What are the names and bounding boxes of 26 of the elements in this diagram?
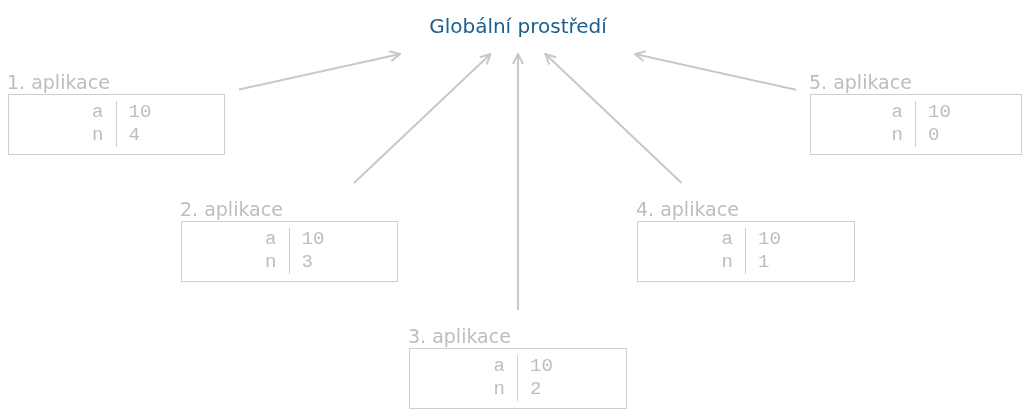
variable-name: a: [811, 101, 916, 124]
variable-value: 10: [529, 355, 554, 378]
variable-name: n: [410, 378, 518, 401]
variable-name: a: [182, 228, 290, 251]
variable-name: n: [811, 124, 916, 147]
variable-name: a: [638, 228, 746, 251]
variable-name: a: [410, 355, 518, 378]
variable-value: 10: [757, 228, 782, 251]
frame-heading: 5. aplikace: [809, 70, 913, 94]
variable-value: 10: [300, 228, 326, 251]
variable-value: 2: [529, 378, 543, 401]
variable-value: 3: [300, 251, 314, 274]
variable-value: 10: [127, 101, 153, 124]
variable-value: 1: [757, 251, 771, 274]
environment-title: Globální prostředí: [428, 13, 608, 40]
frame-heading: 2. aplikace: [180, 197, 284, 221]
variable-value: 0: [927, 124, 941, 147]
variable-value: 4: [127, 124, 141, 147]
variable-name: a: [9, 101, 117, 124]
frame-heading: 3. aplikace: [408, 324, 512, 348]
frame-heading: 4. aplikace: [636, 197, 740, 221]
variable-name: n: [182, 251, 290, 274]
frame-heading: 1. aplikace: [7, 70, 111, 94]
variable-name: n: [638, 251, 746, 274]
variable-value: 10: [927, 101, 952, 124]
variable-name: n: [9, 124, 117, 147]
